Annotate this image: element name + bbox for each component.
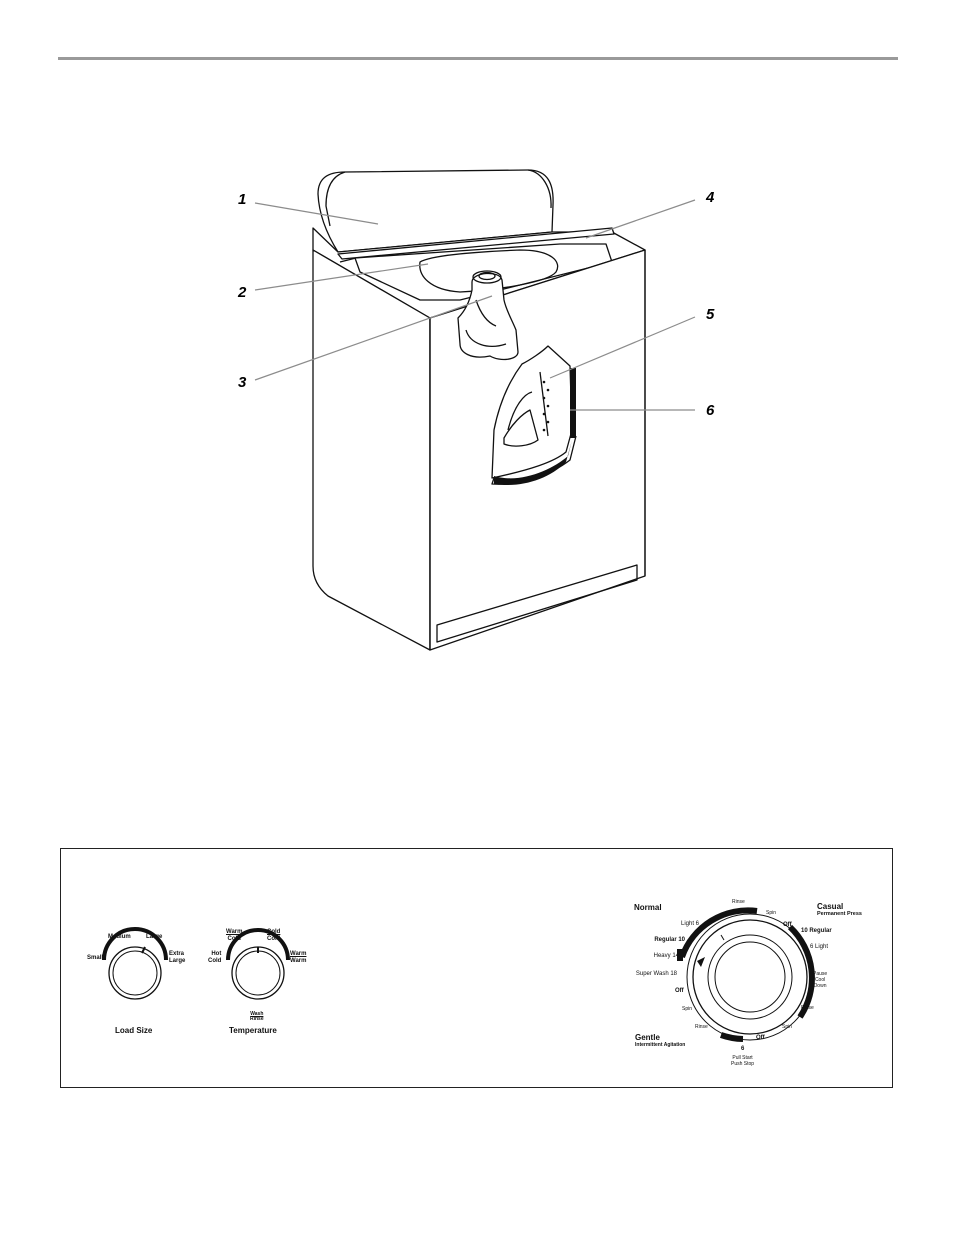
load-size-knob-graphic xyxy=(102,927,168,1000)
callout-2: 2 xyxy=(238,284,247,301)
ring-spin-bottom: Spin xyxy=(682,1006,693,1012)
leader-5 xyxy=(549,316,696,379)
cabinet-left-side xyxy=(312,249,431,651)
leader-3 xyxy=(254,295,493,381)
bleach-dispenser xyxy=(457,272,519,361)
ring-off-bottom: Off xyxy=(756,1035,765,1041)
cycle-normal-super-wash: Super Wash 18 xyxy=(635,971,677,977)
cycle-normal-heavy: Heavy 14 xyxy=(653,953,679,959)
callout-4: 4 xyxy=(706,189,715,206)
cycle-gentle-subtitle: Intermittent Agitation xyxy=(635,1042,686,1048)
cycle-normal-light: Light 6 xyxy=(680,921,699,927)
load-size-caption: Load Size xyxy=(115,1026,153,1035)
callout-3: 3 xyxy=(238,374,247,391)
cycle-normal-regular: Regular 10 xyxy=(654,937,685,943)
cycle-casual-title: Casual xyxy=(817,902,844,911)
load-size-medium: Medium xyxy=(108,934,131,940)
callout-6: 6 xyxy=(706,402,715,419)
lid xyxy=(317,169,554,253)
panel-graphics xyxy=(102,907,815,1042)
ring-rinse-bottom: Rinse xyxy=(695,1024,708,1030)
ring-spin-top: Spin xyxy=(766,910,777,916)
leader-2 xyxy=(254,263,429,291)
ring-spin-right: Spin xyxy=(782,1024,793,1030)
cycle-dial-graphic xyxy=(677,907,815,1042)
cycle-casual-off: Off xyxy=(783,922,792,928)
top-rule xyxy=(58,57,898,60)
agitator-cutaway xyxy=(491,345,573,479)
cycle-normal-off: Off xyxy=(675,988,684,994)
cycle-gentle-title: Gentle xyxy=(635,1033,660,1042)
cycle-casual-subtitle: Permanent Press xyxy=(817,911,862,917)
ring-rinse-top: Rinse xyxy=(732,899,745,905)
temperature-caption: Temperature xyxy=(229,1026,277,1035)
kick-panel xyxy=(436,564,638,643)
cycle-normal-title: Normal xyxy=(634,903,662,912)
load-size-large: Large xyxy=(146,934,163,940)
ring-rinse-right: Rinse xyxy=(801,1005,814,1011)
load-size-small: Small xyxy=(87,955,104,961)
cycle-casual-light: 6 Light xyxy=(810,944,829,950)
callout-5: 5 xyxy=(706,306,715,323)
ring-six-bottom: 6 xyxy=(741,1046,745,1052)
washer-illustration xyxy=(254,169,696,651)
leader-4 xyxy=(585,199,696,239)
cycle-casual-regular: 10 Regular xyxy=(801,928,832,934)
temperature-knob-graphic xyxy=(226,928,290,1000)
callout-1: 1 xyxy=(238,191,247,208)
leader-1 xyxy=(254,202,379,225)
